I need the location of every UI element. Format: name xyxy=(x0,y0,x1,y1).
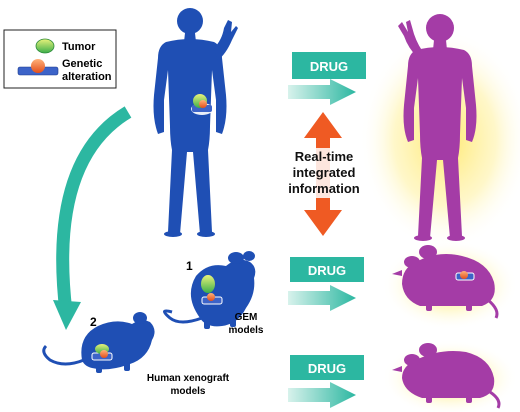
drug-arrow-bottom-shape xyxy=(288,382,356,408)
xeno-label-1: Human xenograft xyxy=(147,373,230,384)
genetic-legend-label-2: alteration xyxy=(62,71,112,83)
xeno-label-2: models xyxy=(170,386,205,397)
drug-arrow-middle-shape xyxy=(288,285,356,311)
treated-xenograft-mouse xyxy=(392,343,501,409)
tumor-legend-icon xyxy=(35,38,55,54)
translation-curved-arrow xyxy=(53,106,132,330)
genetic-alteration-legend-icon xyxy=(17,59,59,76)
real-time-info-label: Real-time integrated information xyxy=(284,148,364,198)
blue-patient-figure xyxy=(153,8,238,237)
gem-label-1: GEM xyxy=(235,312,258,323)
gem-label-2: models xyxy=(228,325,263,336)
real-time-line1: Real-time xyxy=(295,149,354,164)
xenograft-mouse-tumor-icon xyxy=(91,344,113,361)
genetic-legend-label-1: Genetic xyxy=(62,58,102,70)
xenograft-mouse xyxy=(42,312,155,373)
blue-patient-tumor-icon xyxy=(191,94,213,115)
treated-gem-mouse xyxy=(392,245,499,319)
drug-arrow-middle: DRUG xyxy=(288,257,364,311)
purple-patient-figure xyxy=(398,14,477,241)
real-time-line2: integrated xyxy=(293,165,356,180)
drug-label-middle: DRUG xyxy=(308,263,346,278)
tumor-legend-label: Tumor xyxy=(62,41,96,53)
xeno-number: 2 xyxy=(90,315,97,329)
drug-arrow-bottom: DRUG xyxy=(288,355,364,408)
legend-box: Tumor Genetic alteration xyxy=(3,29,117,89)
drug-arrow-top-shape xyxy=(288,79,356,105)
drug-label-top: DRUG xyxy=(310,59,348,74)
treated-gem-mouse-alteration-icon xyxy=(455,271,475,281)
drug-label-bottom: DRUG xyxy=(308,361,346,376)
gem-number: 1 xyxy=(186,259,193,273)
real-time-line3: information xyxy=(288,181,360,196)
drug-arrow-top: DRUG xyxy=(288,52,366,105)
gem-mouse-tumor-icon xyxy=(201,275,223,305)
